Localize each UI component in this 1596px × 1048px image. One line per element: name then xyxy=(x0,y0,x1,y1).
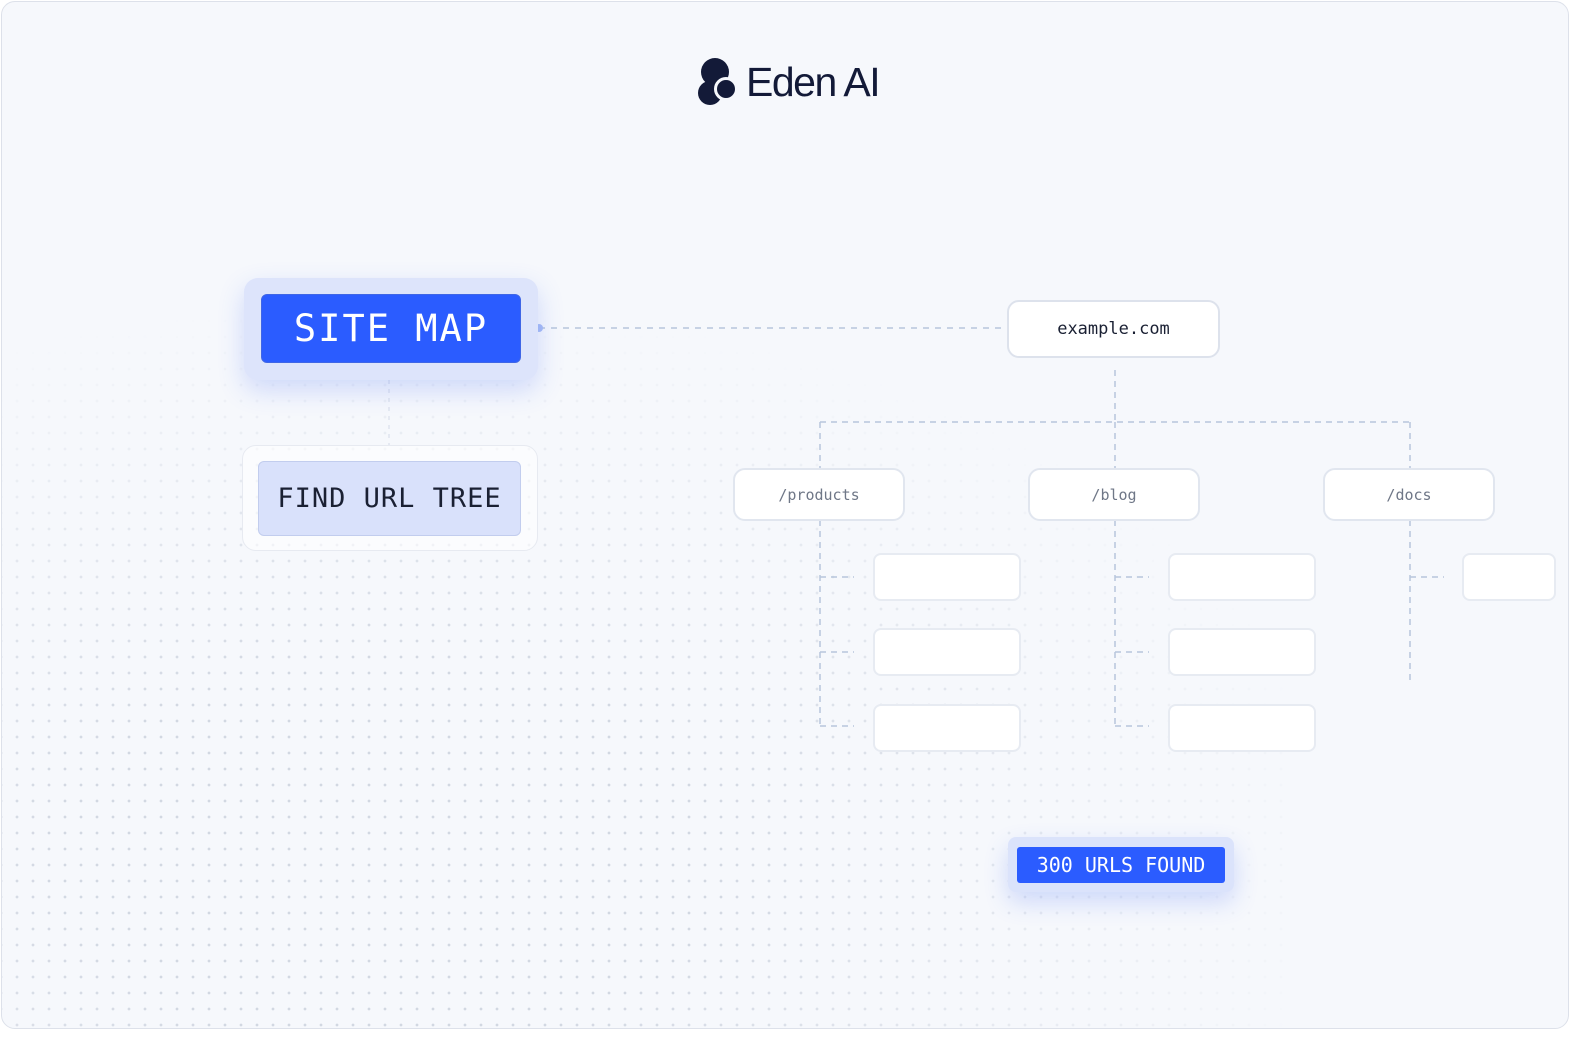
brand-name: Eden AI xyxy=(746,59,881,105)
tree-leaf-placeholder xyxy=(1168,628,1316,676)
tree-branch-blog: /blog xyxy=(1028,468,1200,521)
find-url-tree-button[interactable]: FIND URL TREE xyxy=(258,461,521,536)
tree-leaf-placeholder xyxy=(1168,553,1316,601)
brand-logo: Eden AI xyxy=(698,58,881,106)
diagram-canvas: Eden AI SITE MAP FIND URL TREE exam xyxy=(1,1,1569,1029)
site-map-button-container: SITE MAP xyxy=(244,278,538,380)
tree-leaf-placeholder xyxy=(1462,553,1556,601)
urls-found-badge: 300 URLS FOUND xyxy=(1017,847,1225,883)
dot-grid-background xyxy=(2,262,1292,1028)
tree-leaf-placeholder xyxy=(873,704,1021,752)
site-map-button[interactable]: SITE MAP xyxy=(261,294,521,363)
tree-branch-products: /products xyxy=(733,468,905,521)
find-url-tree-button-container: FIND URL TREE xyxy=(242,445,538,551)
tree-leaf-placeholder xyxy=(873,553,1021,601)
tree-leaf-placeholder xyxy=(873,628,1021,676)
tree-leaf-placeholder xyxy=(1168,704,1316,752)
tree-root-node: example.com xyxy=(1007,300,1220,358)
urls-found-badge-container: 300 URLS FOUND xyxy=(1008,837,1234,892)
tree-branch-docs: /docs xyxy=(1323,468,1495,521)
eden-ai-logo-icon xyxy=(698,58,738,105)
